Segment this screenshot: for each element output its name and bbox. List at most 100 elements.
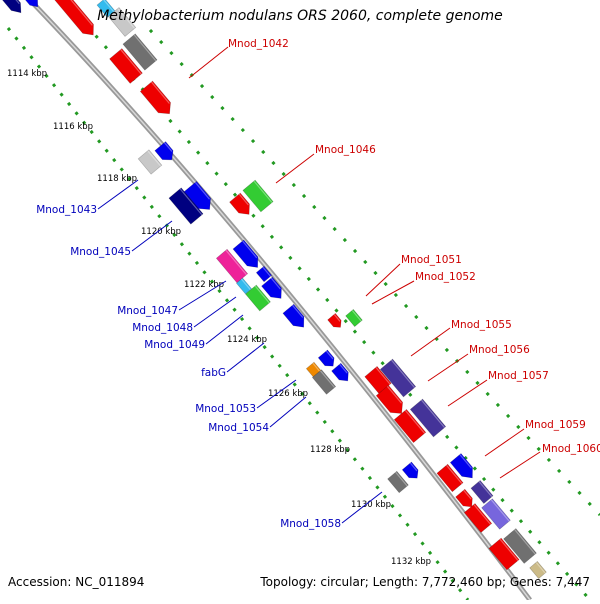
gene-arrow-shape [282, 303, 305, 328]
leader-line [427, 353, 469, 382]
gene-arrow-shape [168, 187, 204, 225]
gene-arrow [470, 480, 494, 504]
gene-arrow [0, 0, 22, 14]
gene-label: Mnod_1051 [401, 254, 462, 266]
gene-label: Mnod_1059 [525, 419, 586, 431]
gene-arrow-shape [183, 180, 211, 210]
leader-line [226, 342, 265, 373]
tick-label: 1128 kbp [310, 445, 350, 455]
gene-arrow-shine [333, 314, 341, 322]
accession-text: Accession: NC_011894 [8, 575, 145, 589]
gene-arrow-shine [386, 385, 402, 404]
leader-line [484, 428, 525, 457]
gene-arrow-shape [503, 528, 537, 564]
gene-arrow [255, 265, 273, 283]
gene-arrow [215, 248, 249, 284]
gene-arrow-shine [163, 142, 173, 152]
gene-arrow-shine [490, 499, 510, 522]
gene-arrow-shape [215, 248, 249, 284]
gene-arrow [139, 80, 171, 115]
tick-label: 1120 kbp [141, 227, 181, 237]
gene-label: Mnod_1048 [132, 322, 193, 334]
gene-arrow-shape [481, 498, 511, 530]
gene-arrow [282, 303, 305, 328]
gene-label: Mnod_1060 [542, 443, 600, 455]
gene-arrow [109, 48, 143, 84]
gene-arrow-shine [420, 399, 446, 428]
gene-arrow [375, 384, 403, 414]
gene-arrow [21, 0, 39, 8]
gene-arrow [261, 276, 282, 299]
gene-arrow [401, 461, 419, 479]
gene-arrow-shine [240, 278, 251, 291]
leader-line [410, 327, 451, 357]
gene-arrow-shine [254, 285, 270, 304]
gene-arrow-shine [253, 180, 273, 203]
gene-arrow-shape [317, 349, 335, 367]
gene-arrow-shine [147, 150, 162, 167]
gene-arrow-shape [0, 0, 22, 14]
tick-label: 1114 kbp [7, 69, 47, 79]
gene-arrow-shine [225, 249, 247, 276]
tick-label: 1132 kbp [391, 557, 431, 567]
tick-label: 1122 kbp [184, 280, 224, 290]
genome-backbone [28, 0, 532, 602]
leader-line [341, 491, 383, 524]
gene-arrow-shape [21, 0, 39, 8]
gene-arrow-shape [470, 480, 494, 504]
gene-arrow-shine [339, 363, 348, 374]
gene-arrow-shine [312, 362, 321, 373]
gene-arrow-shine [459, 454, 472, 469]
gene-arrow-shine [262, 266, 271, 277]
gene-arrow [449, 453, 473, 479]
gene-arrow-shape [455, 488, 473, 508]
gene-arrow-shape [327, 313, 342, 328]
gene-arrow [232, 239, 259, 268]
gene-arrow [455, 488, 473, 508]
gene-arrow-shine [319, 370, 335, 388]
gene-arrow-shine [292, 304, 304, 318]
gene-arrow-shine [404, 409, 426, 434]
gene-arrow [529, 561, 547, 579]
gene-arrow [345, 309, 363, 327]
gene-arrow-shape [96, 0, 116, 18]
gene-arrow-shine [499, 538, 519, 561]
gene-arrow-shape [261, 276, 282, 299]
gene-arrow-shape [449, 453, 473, 479]
gene-arrow-shine [120, 49, 142, 75]
gene-label: Mnod_1054 [208, 422, 269, 434]
gene-arrow [463, 503, 493, 533]
gene-arrow-shape [109, 48, 143, 84]
gene-arrow-shape [331, 362, 349, 382]
gene-label: Mnod_1046 [315, 144, 376, 156]
gene-arrow [503, 528, 537, 564]
gene-arrow-shape [379, 358, 417, 398]
gene-arrow-shine [238, 193, 249, 206]
gene-arrow [488, 537, 520, 571]
gene-arrow-shape [375, 384, 403, 414]
gene-arrow-shine [179, 188, 203, 216]
gene-arrow-shape [436, 463, 464, 493]
leader-line [131, 220, 173, 252]
gene-arrow [183, 180, 211, 210]
gene-label: Mnod_1049 [144, 339, 205, 351]
gene-arrow-shape [345, 309, 363, 327]
gene-arrow-shape [311, 369, 337, 395]
gene-arrow [48, 0, 94, 36]
leader-line [371, 280, 415, 305]
gene-arrow [436, 463, 464, 493]
gene-arrow-shape [236, 277, 252, 295]
tick-label: 1130 kbp [351, 500, 391, 510]
gene-arrow-shine [325, 350, 334, 360]
gene-arrow-shine [150, 81, 170, 104]
topology-summary: Topology: circular; Length: 7,772,460 bp… [260, 575, 590, 589]
leader-line [269, 396, 307, 428]
gene-label: Mnod_1053 [195, 403, 256, 415]
gene-arrow-shape [393, 408, 427, 444]
leader-line [178, 280, 227, 311]
gene-arrow [242, 179, 274, 213]
gene-arrow-shape [387, 470, 409, 494]
gene-label: Mnod_1045 [70, 246, 131, 258]
